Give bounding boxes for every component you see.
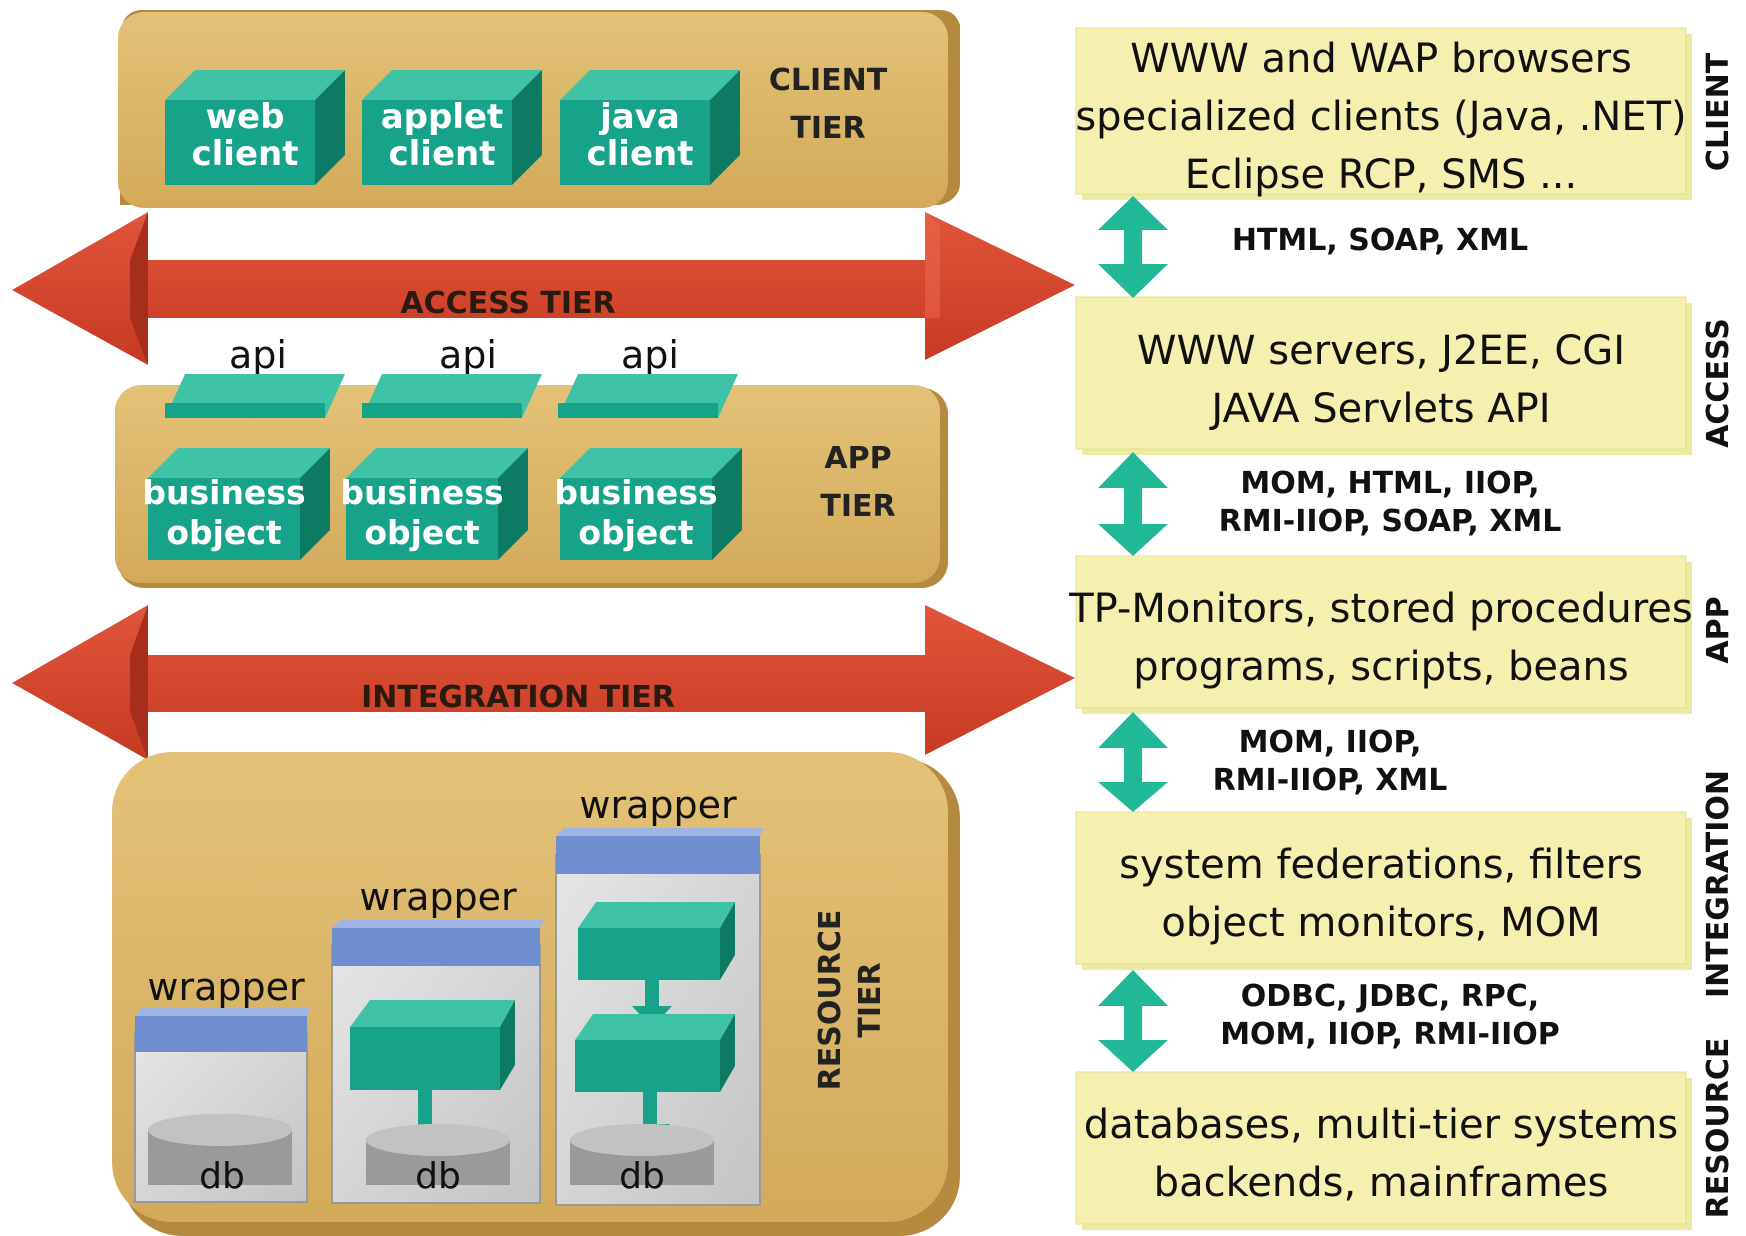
protocol-4-line-1: ODBC, JDBC, RPC,	[1241, 979, 1539, 1014]
side-label-resource: RESOURCE	[1701, 1038, 1736, 1219]
wrapper-stack-1	[134, 1008, 310, 1203]
app-tier-label-2: TIER	[820, 489, 895, 524]
access-tier-label: ACCESS TIER	[400, 286, 615, 321]
api-label-3: api	[621, 333, 679, 377]
box-integration	[1075, 811, 1692, 970]
business-object-cubes	[148, 448, 742, 560]
web-client-label-1: web	[206, 97, 285, 137]
java-client-label-2: client	[587, 134, 694, 174]
access-tier-arrow	[12, 212, 1075, 365]
box-resource	[1075, 1071, 1692, 1230]
protocol-2-line-2: RMI-IIOP, SOAP, XML	[1219, 504, 1562, 539]
connector-arrows	[1098, 196, 1168, 1072]
connector-3	[1098, 712, 1168, 812]
db-label-1: db	[199, 1156, 245, 1197]
wrapper-label-2: wrapper	[359, 875, 517, 919]
app-box-line-2: programs, scripts, beans	[1133, 644, 1628, 690]
integration-tier-label: INTEGRATION TIER	[361, 680, 675, 715]
box-client	[1075, 27, 1692, 200]
client-tier-label-2: TIER	[790, 111, 865, 146]
integration-box-line-2: object monitors, MOM	[1161, 900, 1600, 946]
side-label-integration: INTEGRATION	[1701, 770, 1736, 998]
resource-box-line-1: databases, multi-tier systems	[1084, 1102, 1678, 1148]
side-label-client: CLIENT	[1701, 52, 1736, 171]
connector-1	[1098, 196, 1168, 298]
resource-tier-label-1: RESOURCE	[813, 910, 848, 1091]
wrapper-stack-2	[331, 920, 544, 1204]
business-object-3-line2: object	[578, 513, 694, 552]
api-slabs	[165, 374, 738, 418]
java-client-label-1: java	[598, 97, 680, 137]
business-object-1-line1: business	[142, 473, 305, 512]
java-client-cube	[560, 70, 740, 185]
client-tier-label-1: CLIENT	[769, 63, 888, 98]
applet-client-label-2: client	[389, 134, 496, 174]
protocol-4-line-2: MOM, IIOP, RMI-IIOP	[1220, 1017, 1560, 1052]
integration-box-line-1: system federations, filters	[1119, 842, 1643, 888]
connector-2	[1098, 452, 1168, 556]
access-box-line-1: WWW servers, J2EE, CGI	[1137, 328, 1625, 374]
client-box-line-1: WWW and WAP browsers	[1130, 36, 1632, 82]
protocol-2-line-1: MOM, HTML, IIOP,	[1240, 466, 1539, 501]
box-access	[1075, 296, 1692, 455]
web-client-cube	[165, 70, 345, 185]
client-box-line-3: Eclipse RCP, SMS ...	[1185, 152, 1577, 198]
client-box-line-2: specialized clients (Java, .NET)	[1075, 94, 1686, 140]
business-object-1-line2: object	[166, 513, 282, 552]
box-app	[1075, 555, 1692, 714]
business-object-2-line1: business	[340, 473, 503, 512]
wrapper-label-3: wrapper	[579, 783, 737, 827]
side-label-app: APP	[1701, 596, 1736, 663]
api-label-1: api	[229, 333, 287, 377]
resource-tier-label-2: TIER	[853, 962, 888, 1037]
db-label-2: db	[415, 1156, 461, 1197]
api-label-2: api	[439, 333, 497, 377]
web-client-label-2: client	[192, 134, 299, 174]
applet-client-label-1: applet	[381, 97, 504, 137]
wrapper-label-1: wrapper	[147, 965, 305, 1009]
wrapper-stack-3	[555, 828, 764, 1206]
protocol-3-line-2: RMI-IIOP, XML	[1213, 763, 1448, 798]
app-box-line-1: TP-Monitors, stored procedures	[1068, 586, 1693, 632]
side-label-access: ACCESS	[1701, 318, 1736, 448]
business-object-2-line2: object	[364, 513, 480, 552]
app-tier-label-1: APP	[824, 441, 891, 476]
integration-tier-arrow	[12, 605, 1075, 760]
resource-box-line-2: backends, mainframes	[1154, 1160, 1609, 1206]
protocol-1-line-1: HTML, SOAP, XML	[1232, 223, 1528, 258]
protocol-3-line-1: MOM, IIOP,	[1239, 725, 1422, 760]
applet-client-cube	[362, 70, 542, 185]
business-object-3-line1: business	[554, 473, 717, 512]
client-cubes	[165, 70, 740, 185]
connector-4	[1098, 970, 1168, 1072]
db-label-3: db	[619, 1156, 665, 1197]
access-box-line-2: JAVA Servlets API	[1208, 386, 1550, 432]
